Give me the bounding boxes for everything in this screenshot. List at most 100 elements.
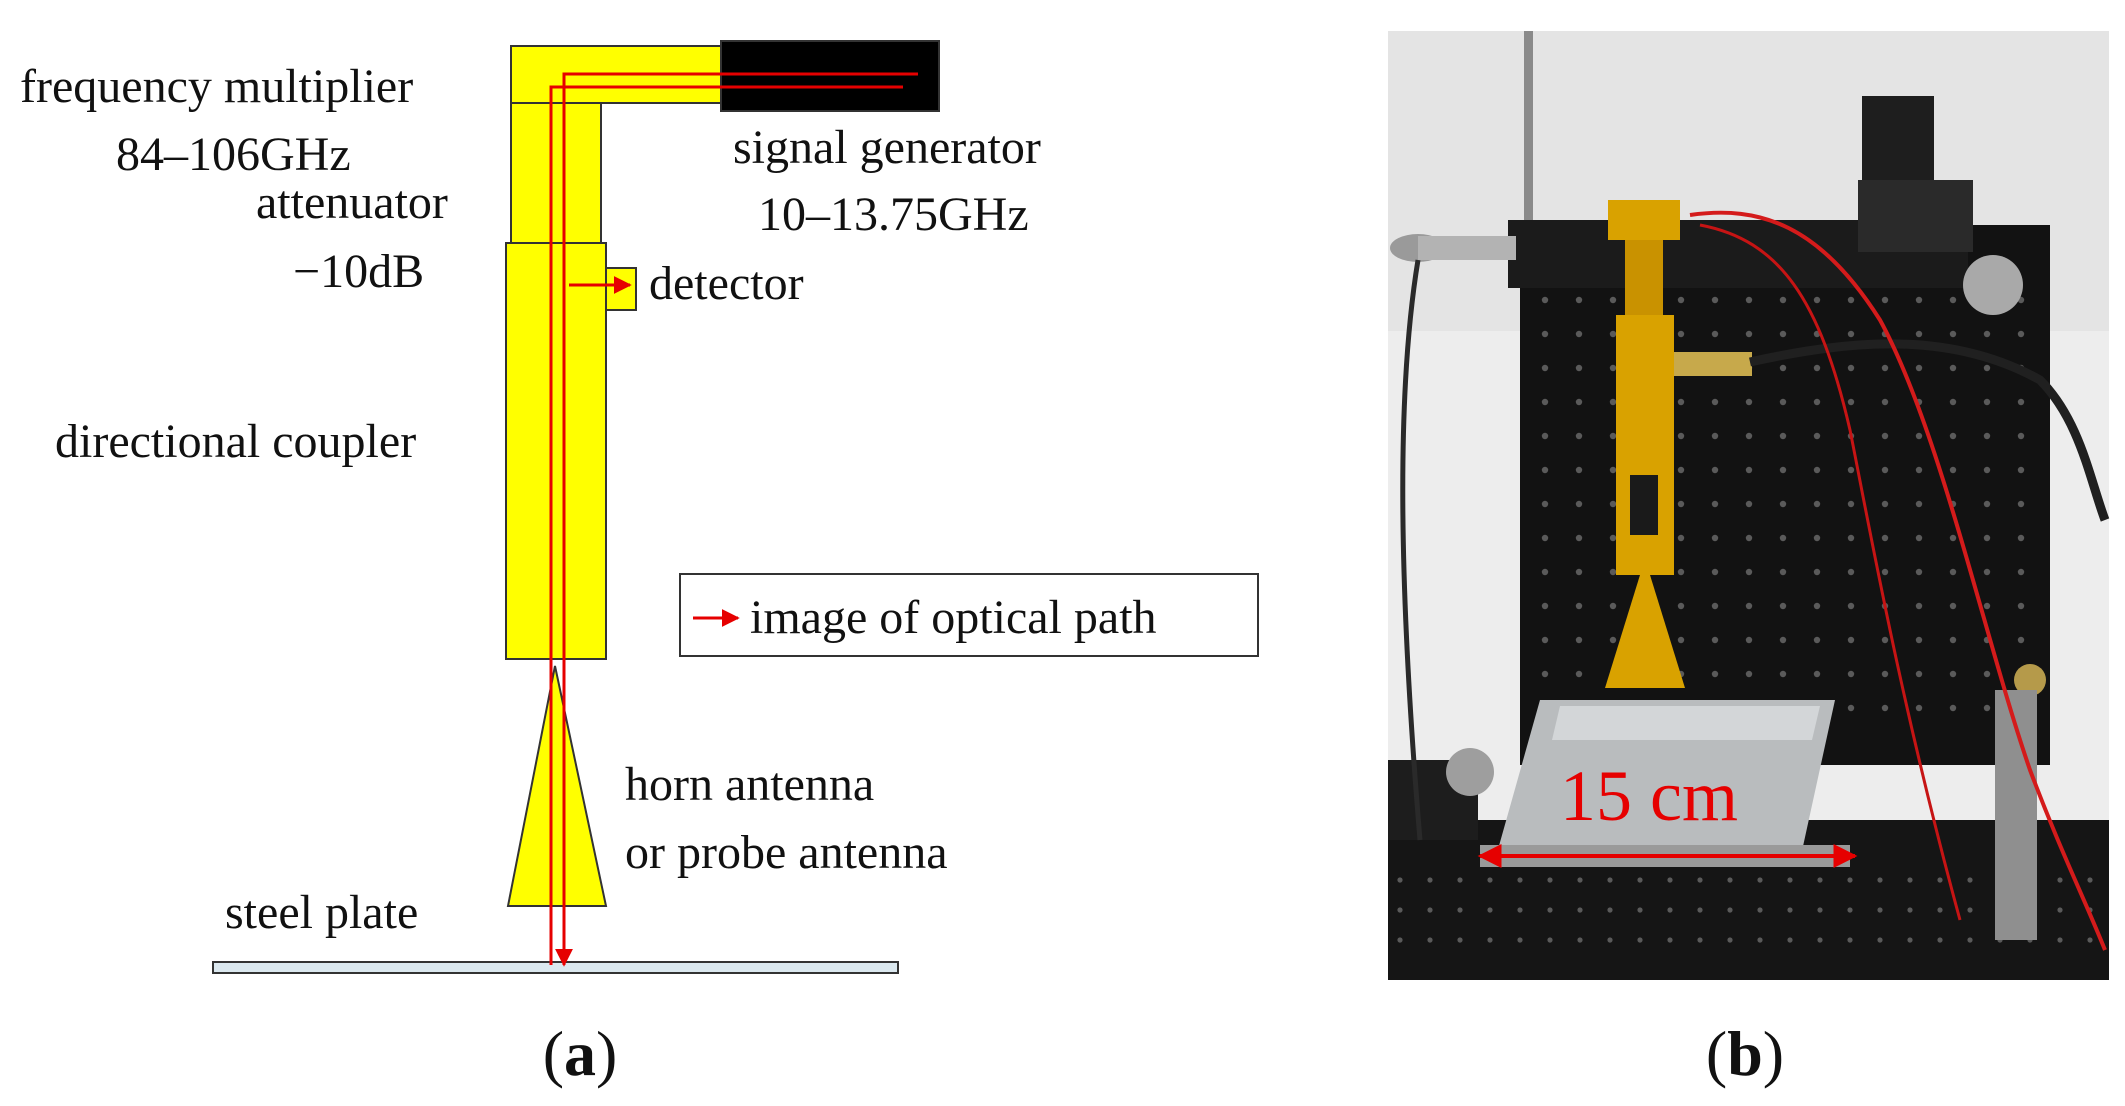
directional-coupler-block <box>505 242 607 660</box>
table-hole <box>1967 877 1973 883</box>
breadboard-hole <box>1949 704 1957 712</box>
breadboard-hole <box>1711 432 1719 440</box>
breadboard-hole <box>1711 568 1719 576</box>
table-hole <box>1457 907 1463 913</box>
breadboard-hole <box>1983 568 1991 576</box>
table-hole <box>1787 877 1793 883</box>
table-hole <box>1907 907 1913 913</box>
table-hole <box>1517 907 1523 913</box>
attenuator-value: −10dB <box>293 245 424 298</box>
breadboard-hole <box>1745 636 1753 644</box>
table-hole <box>1817 877 1823 883</box>
breadboard-hole <box>1609 568 1617 576</box>
optical-path-return <box>549 85 903 965</box>
breadboard-hole <box>1779 466 1787 474</box>
breadboard-hole <box>1779 432 1787 440</box>
steel-plate-shape <box>212 961 899 974</box>
breadboard-hole <box>1575 602 1583 610</box>
breadboard-hole <box>1983 432 1991 440</box>
table-hole <box>1667 907 1673 913</box>
table-hole <box>1937 907 1943 913</box>
breadboard-hole <box>1609 432 1617 440</box>
breadboard-hole <box>1677 432 1685 440</box>
breadboard-hole <box>1881 670 1889 678</box>
table-hole <box>1877 907 1883 913</box>
breadboard-hole <box>1745 330 1753 338</box>
red-wire-2 <box>1699 223 1962 921</box>
table-hole <box>1757 877 1763 883</box>
table-hole <box>1637 907 1643 913</box>
breadboard-hole <box>1813 364 1821 372</box>
table-hole <box>1967 937 1973 943</box>
table-hole <box>1937 937 1943 943</box>
table-hole <box>1667 877 1673 883</box>
table-hole <box>1487 877 1493 883</box>
breadboard-hole <box>1575 364 1583 372</box>
breadboard-hole <box>1881 398 1889 406</box>
breadboard-hole <box>1915 568 1923 576</box>
breadboard-hole <box>1677 398 1685 406</box>
breadboard-hole <box>1575 398 1583 406</box>
breadboard-hole <box>1983 398 1991 406</box>
waveguide-coupler <box>1616 315 1674 575</box>
breadboard-hole <box>1575 296 1583 304</box>
table-hole <box>1757 907 1763 913</box>
top-clamp-face <box>1858 180 1973 252</box>
legend: image of optical path <box>679 573 1259 657</box>
breadboard-hole <box>1881 636 1889 644</box>
breadboard-hole <box>1711 636 1719 644</box>
table-hole <box>1727 877 1733 883</box>
steel-plate-highlight <box>1552 706 1820 740</box>
breadboard-hole <box>2017 330 2025 338</box>
breadboard-hole <box>1983 670 1991 678</box>
steel-plate-label: steel plate <box>225 886 418 939</box>
breadboard-hole <box>1813 432 1821 440</box>
breadboard-hole <box>1575 466 1583 474</box>
signal-generator-range: 10–13.75GHz <box>758 188 1029 241</box>
breadboard-hole <box>2017 432 2025 440</box>
table-hole <box>1607 907 1613 913</box>
table-hole <box>1427 907 1433 913</box>
breadboard-vertical <box>1520 225 2050 765</box>
table-hole <box>1637 937 1643 943</box>
breadboard-hole <box>1711 602 1719 610</box>
breadboard-hole <box>1711 296 1719 304</box>
breadboard-hole <box>1609 602 1617 610</box>
attenuator-block <box>510 102 602 244</box>
breadboard-hole <box>1949 602 1957 610</box>
table-hole <box>1577 907 1583 913</box>
breadboard-hole <box>1813 534 1821 542</box>
breadboard-hole <box>1677 534 1685 542</box>
breadboard-hole <box>2017 466 2025 474</box>
breadboard-hole <box>1949 330 1957 338</box>
signal-generator-block <box>720 40 940 112</box>
attenuator-label: attenuator <box>256 176 448 229</box>
breadboard-hole <box>1779 568 1787 576</box>
panel-a: frequency multiplier 84–106GHz signal ge… <box>20 40 1259 1089</box>
breadboard-hole <box>1881 466 1889 474</box>
breadboard-hole <box>1881 500 1889 508</box>
waveguide-attenuator <box>1625 240 1663 315</box>
breadboard-hole <box>1745 296 1753 304</box>
breadboard-hole <box>1745 568 1753 576</box>
table-hole <box>1907 937 1913 943</box>
breadboard-hole <box>1575 568 1583 576</box>
breadboard-hole <box>1541 670 1549 678</box>
table-hole <box>1457 937 1463 943</box>
breadboard-hole <box>1847 500 1855 508</box>
breadboard-hole <box>1575 432 1583 440</box>
table-hole <box>1667 937 1673 943</box>
table-hole <box>2057 937 2063 943</box>
breadboard-hole <box>1983 364 1991 372</box>
table-hole <box>1427 937 1433 943</box>
breadboard-hole <box>1711 500 1719 508</box>
table-hole <box>1907 877 1913 883</box>
knob-left-shaft <box>1418 236 1516 260</box>
breadboard-hole <box>1609 466 1617 474</box>
scale-label: 15 cm <box>1560 756 1738 836</box>
table-hole <box>1637 877 1643 883</box>
breadboard-hole <box>1779 670 1787 678</box>
table-hole <box>1847 877 1853 883</box>
breadboard-hole <box>1881 364 1889 372</box>
